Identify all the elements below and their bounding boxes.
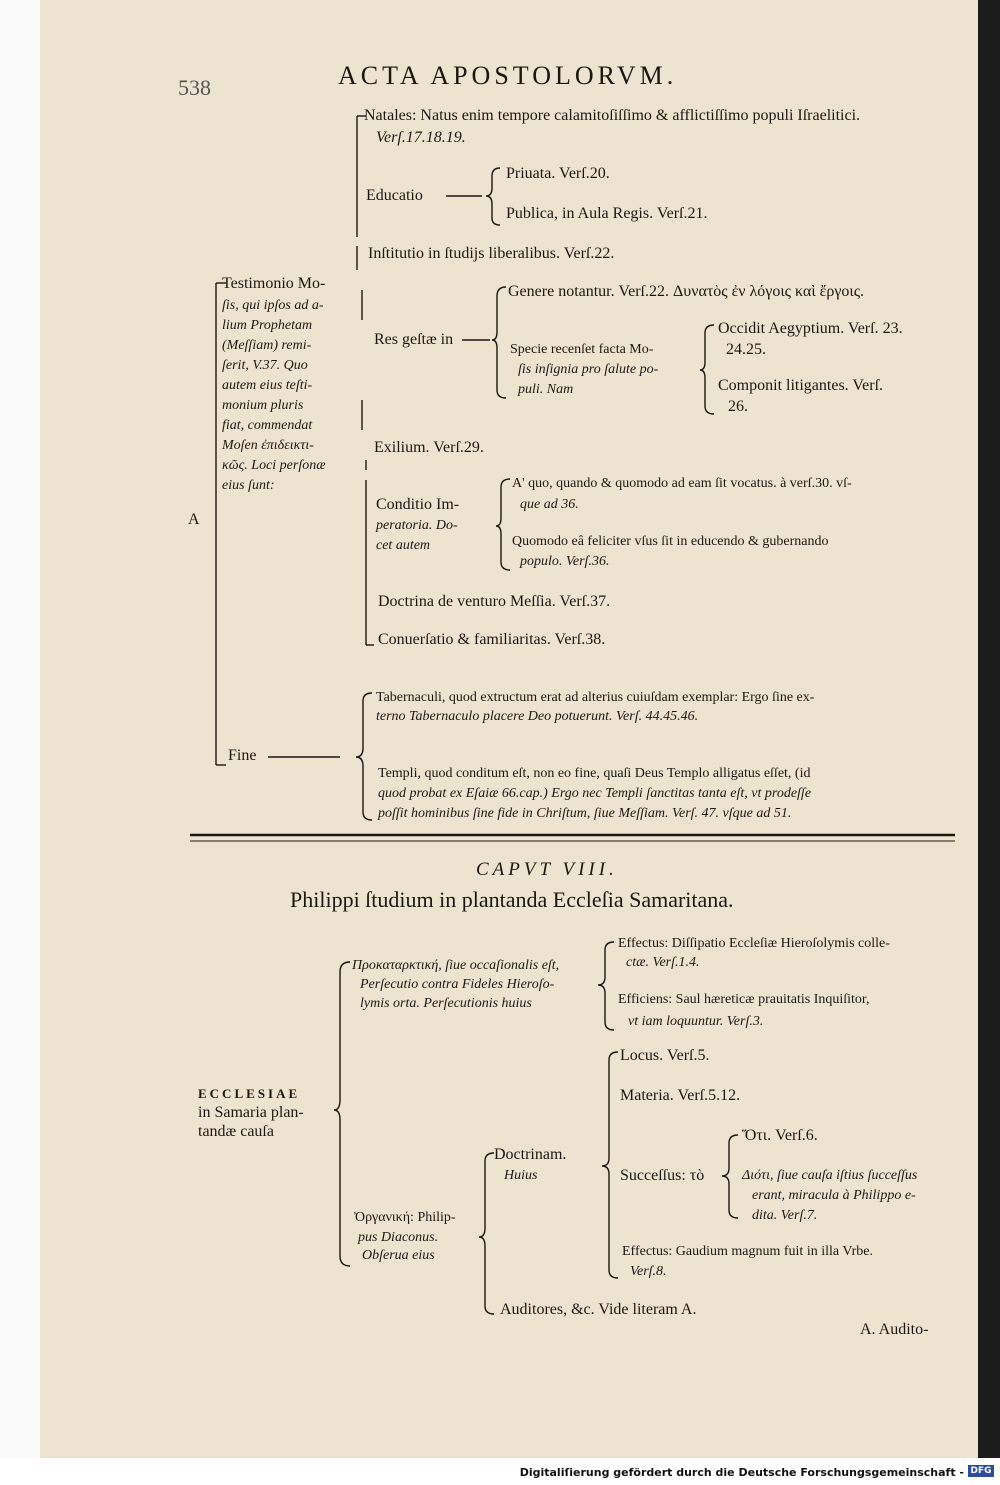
componit-entry: Componit litigantes. Verſ.: [718, 377, 884, 394]
effectus1-verse: ctæ. Verſ.1.4.: [626, 955, 700, 970]
organike-line-1: Ὀργανική: Philip-: [354, 1210, 456, 1225]
locus-entry: Locus. Verſ.5.: [620, 1047, 710, 1064]
conditio-line-2: peratoria. Do-: [376, 518, 458, 533]
fine-label: Fine: [228, 747, 257, 764]
chapter-number: CAPVT VIII.: [476, 859, 618, 880]
footer-bar: Digitaliſierung gefördert durch die Deut…: [0, 1458, 1000, 1485]
page-number: 538: [178, 75, 211, 100]
institutio-entry: Inſtitutio in ſtudijs liberalibus. Verſ.…: [368, 245, 615, 262]
tree2-root-line-3: tandæ cauſa: [198, 1123, 274, 1140]
oti-entry: Ὅτι. Verſ.6.: [742, 1127, 818, 1144]
catchword: A. Audito-: [860, 1321, 929, 1338]
auditores-entry: Auditores, &c. Vide literam A.: [500, 1301, 697, 1318]
dfg-logo-icon[interactable]: DFG: [968, 1465, 994, 1477]
componit-verse: 26.: [728, 398, 748, 415]
quomodo-entry: Quomodo eâ feliciter vſus ſit in educend…: [512, 534, 829, 549]
organike-line-3: Obſerua eius: [362, 1248, 435, 1263]
occidit-entry: Occidit Aegyptium. Verſ. 23.: [718, 320, 903, 337]
dioti-line-1: Διότι, ſiue cauſa iſtius ſucceſſus: [742, 1168, 918, 1183]
doctrinam-sub: Huius: [504, 1168, 538, 1183]
tabernaculi-line-1: Tabernaculi, quod extructum erat ad alte…: [376, 690, 815, 705]
a-quo-verse: que ad 36.: [520, 497, 579, 512]
efficiens-verse: vt iam loquuntur. Verſ.3.: [628, 1014, 764, 1029]
tree1-root-label: A: [188, 511, 200, 528]
exilium-entry: Exilium. Verſ.29.: [374, 439, 484, 456]
footer-credit: Digitaliſierung gefördert durch die Deut…: [519, 1466, 964, 1479]
natales-verse: Verſ.17.18.19.: [376, 129, 466, 146]
priuata-entry: Priuata. Verſ.20.: [506, 165, 610, 182]
natales-entry: Natales: Natus enim tempore calamitoſiſſ…: [364, 107, 861, 124]
effectus1-entry: Effectus: Diſſipatio Eccleſiæ Hieroſolym…: [618, 936, 890, 951]
a-quo-entry: A' quo, quando & quomodo ad eam ſit voca…: [512, 476, 852, 491]
prokatarktike-line-2: Perſecutio contra Fideles Hieroſo-: [360, 977, 555, 992]
educatio-label: Educatio: [366, 187, 423, 204]
efficiens-entry: Efficiens: Saul hæreticæ prauitatis Inqu…: [618, 992, 870, 1007]
conditio-line-1: Conditio Im-: [376, 496, 460, 513]
specie-line-2: ſis inſignia pro ſalute po-: [518, 362, 659, 377]
templi-line-1: Templi, quod conditum eſt, non eo fine, …: [378, 766, 811, 781]
materia-entry: Materia. Verſ.5.12.: [620, 1087, 741, 1104]
prokatarktike-line-3: lymis orta. Perſecutionis huius: [360, 996, 532, 1011]
right-border: [978, 0, 1000, 1458]
book-page: [40, 0, 978, 1458]
res-gestae-label: Res geſtæ in: [374, 331, 454, 348]
dioti-line-2: erant, miracula à Philippo e-: [752, 1188, 916, 1203]
effectus2-verse: Verſ.8.: [630, 1264, 667, 1279]
running-title: ACTA APOSTOLORVM.: [338, 61, 678, 90]
left-margin: [0, 0, 40, 1458]
tabernaculi-line-2: terno Tabernaculo placere Deo potuerunt.…: [376, 709, 699, 724]
organike-line-2: pus Diaconus.: [358, 1230, 439, 1245]
successus-label: Succeſſus: τὸ: [620, 1167, 705, 1184]
occidit-verse: 24.25.: [726, 341, 766, 358]
quomodo-verse: populo. Verſ.36.: [520, 554, 610, 569]
conditio-line-3: cet autem: [376, 538, 431, 553]
specie-line-3: puli. Nam: [518, 382, 574, 397]
templi-line-3: poſſit hominibus ſine fide in Chriſtum, …: [378, 806, 792, 821]
conuersatio-entry: Conuerſatio & familiaritas. Verſ.38.: [378, 631, 606, 648]
templi-line-2: quod probat ex Eſaiæ 66.cap.) Ergo nec T…: [378, 786, 812, 801]
dioti-line-3: dita. Verſ.7.: [752, 1208, 818, 1223]
genere-entry: Genere notantur. Verſ.22. Δυνατὸς ἐν λόγ…: [508, 283, 865, 300]
doctrinam-label: Doctrinam.: [494, 1146, 567, 1163]
tree2-root-line-2: in Samaria plan-: [198, 1104, 304, 1121]
publica-entry: Publica, in Aula Regis. Verſ.21.: [506, 205, 708, 222]
effectus2-entry: Effectus: Gaudium magnum fuit in illa Vr…: [622, 1244, 873, 1259]
prokatarktike-line-1: Προκαταρκτική, ſiue occaſionalis eſt,: [352, 958, 560, 973]
doctrina-entry: Doctrina de venturo Meſſia. Verſ.37.: [378, 593, 611, 610]
chapter-title: Philippi ſtudium in plantanda Eccleſia S…: [290, 887, 734, 912]
specie-line-1: Specie recenſet facta Mo-: [510, 342, 654, 357]
tree2-root-line-1: ECCLESIAE: [198, 1086, 301, 1101]
